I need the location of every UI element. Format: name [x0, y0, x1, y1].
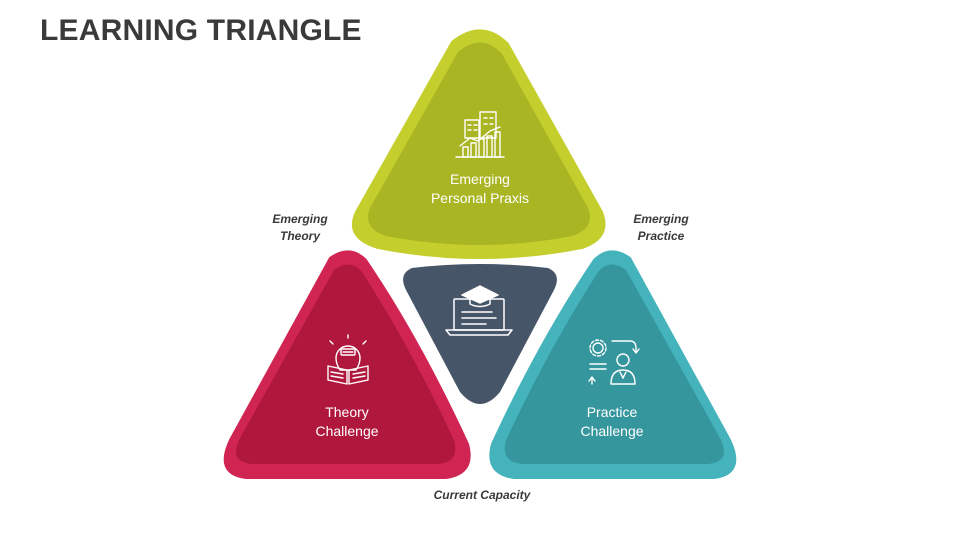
- segment-theory-challenge: Theory Challenge: [223, 250, 471, 479]
- label-emerging-theory: Emerging Theory: [272, 212, 328, 243]
- page-title: LEARNING TRIANGLE: [40, 14, 362, 47]
- segment-top-line1: Emerging: [450, 171, 510, 187]
- person-gear-cycle-icon: [588, 339, 640, 385]
- segment-right-line1: Practice: [587, 404, 638, 420]
- segment-right-line2: Challenge: [580, 423, 643, 439]
- city-growth-chart-icon: [455, 111, 505, 158]
- segment-left-line1: Theory: [325, 404, 369, 420]
- laptop-graduation-cap-icon: [445, 285, 513, 336]
- segment-top-line2: Personal Praxis: [431, 190, 529, 206]
- segment-emerging-personal-praxis: Emerging Personal Praxis: [351, 29, 606, 259]
- segment-left-line2: Challenge: [315, 423, 378, 439]
- lightbulb-book-icon: [327, 334, 369, 385]
- label-current-capacity: Current Capacity: [433, 488, 531, 502]
- label-emerging-practice: Emerging Practice: [633, 212, 689, 243]
- segment-practice-challenge: Practice Challenge: [489, 250, 737, 479]
- segment-center-learning: [403, 264, 557, 404]
